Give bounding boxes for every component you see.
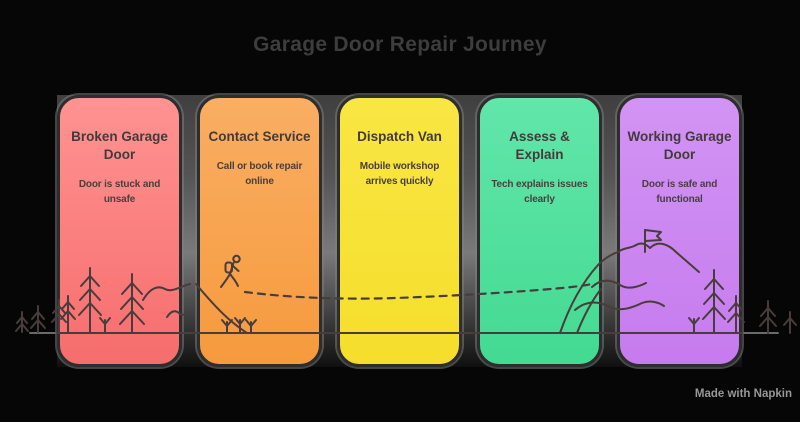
card-title: Contact Service	[208, 129, 311, 144]
card-subtitle: Tech explains issues clearly	[491, 178, 588, 205]
card-title: Broken Garage Door	[71, 129, 168, 162]
stage-card-contact-service: Contact Service Call or book repair onli…	[197, 95, 322, 367]
stage-card-working-garage-door: Working Garage Door Door is safe and fun…	[617, 95, 742, 367]
card-subtitle: Call or book repair online	[216, 160, 303, 187]
card-title: Dispatch Van	[357, 129, 442, 144]
gray-pine-trees-right	[759, 300, 797, 334]
watermark: Made with Napkin	[694, 388, 792, 400]
journey-cards-row: Broken Garage Door Door is stuck and uns…	[57, 95, 742, 367]
card-title: Working Garage Door	[627, 129, 732, 162]
card-subtitle: Door is safe and functional	[641, 178, 718, 205]
stage-card-dispatch-van: Dispatch Van Mobile workshop arrives qui…	[337, 95, 462, 367]
card-subtitle: Door is stuck and unsafe	[78, 178, 161, 205]
card-subtitle: Mobile workshop arrives quickly	[359, 160, 440, 187]
stage-card-broken-garage-door: Broken Garage Door Door is stuck and uns…	[57, 95, 182, 367]
card-title: Assess & Explain	[509, 129, 570, 162]
gray-pine-trees-left	[15, 305, 46, 333]
page-title: Garage Door Repair Journey	[253, 33, 547, 56]
stage-card-assess-explain: Assess & Explain Tech explains issues cl…	[477, 95, 602, 367]
